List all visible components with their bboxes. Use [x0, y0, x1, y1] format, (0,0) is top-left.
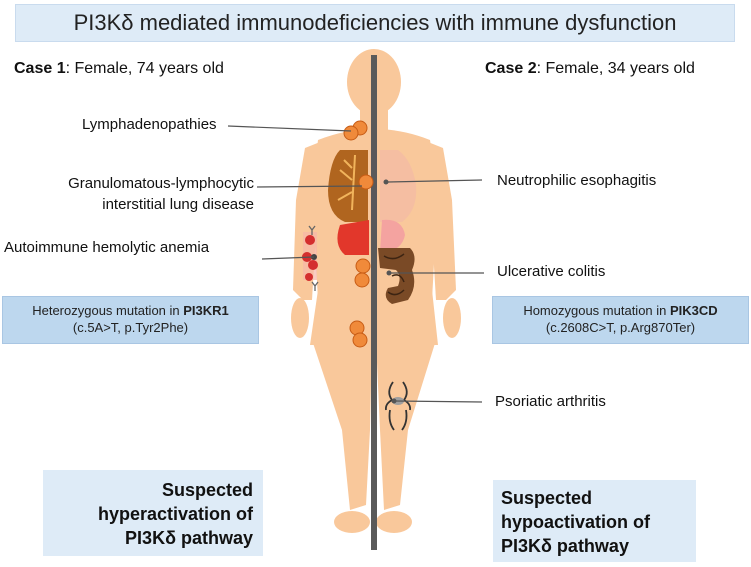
- lymph-node-icons: [343, 120, 374, 348]
- case1-mutation-prefix: Heterozygous mutation in: [32, 303, 184, 318]
- case1-detail: : Female, 74 years old: [65, 60, 224, 77]
- leader-dots: [383, 179, 397, 404]
- case1-suspected-line2: hyperactivation of: [97, 504, 253, 524]
- case1-heading: Case 1: [14, 60, 66, 77]
- stomach-icon: [380, 219, 405, 252]
- liver-icon: [337, 220, 369, 255]
- case1-mutation-detail: (c.5A>T, p.Tyr2Phe): [72, 320, 189, 335]
- case1-mutation-line1: Heterozygous mutation in PI3KR1: [3, 302, 258, 319]
- case1-mutation-gene: PI3KR1: [183, 303, 229, 318]
- case2-suspected-line2: hypoactivation of: [501, 512, 651, 532]
- hemolysis-icon: [302, 225, 319, 291]
- finding-gli-line1: Granulomatous-lymphocytic: [68, 175, 254, 192]
- colon-icon: [378, 248, 415, 304]
- case2-mutation-line1: Homozygous mutation in PIK3CD: [493, 302, 748, 319]
- case2-mutation-gene: PIK3CD: [670, 303, 718, 318]
- case2-suspected-box: Suspected hypoactivation of PI3Kδ pathwa…: [493, 480, 696, 562]
- case2-mutation-prefix: Homozygous mutation in: [523, 303, 670, 318]
- case1-suspected-box: Suspected hyperactivation of PI3Kδ pathw…: [43, 470, 263, 556]
- divider-bar: [371, 55, 377, 550]
- case2-suspected-line1: Suspected: [501, 488, 593, 508]
- finding-esophagitis: Neutrophilic esophagitis: [497, 172, 657, 189]
- leader-lines: [227, 125, 484, 403]
- finding-lymphadenopathies: Lymphadenopathies: [82, 116, 217, 133]
- case1-suspected-line3: PI3Kδ pathway: [125, 528, 253, 548]
- case1-label: Case 1: Female, 74 years old: [14, 60, 224, 78]
- case2-mutation-detail: (c.2608C>T, p.Arg870Ter): [545, 320, 696, 335]
- case1-mutation-box: Heterozygous mutation in PI3KR1 (c.5A>T,…: [2, 296, 259, 344]
- case2-detail: : Female, 34 years old: [536, 60, 695, 77]
- case1-suspected-line1: Suspected: [161, 480, 253, 500]
- case2-mutation-box: Homozygous mutation in PIK3CD (c.2608C>T…: [492, 296, 749, 344]
- page-title: PI3Kδ mediated immunodeficiencies with i…: [15, 4, 735, 42]
- finding-ulcerative-colitis: Ulcerative colitis: [497, 263, 606, 280]
- case2-suspected-line3: PI3Kδ pathway: [501, 536, 629, 556]
- finding-hemolytic-anemia: Autoimmune hemolytic anemia: [4, 239, 210, 256]
- title-text: PI3Kδ mediated immunodeficiencies with i…: [73, 10, 677, 35]
- case2-label: Case 2: Female, 34 years old: [485, 60, 695, 78]
- finding-gli-line2: interstitial lung disease: [102, 196, 254, 213]
- case2-heading: Case 2: [485, 60, 537, 77]
- finding-psoriatic-arthritis: Psoriatic arthritis: [495, 393, 606, 410]
